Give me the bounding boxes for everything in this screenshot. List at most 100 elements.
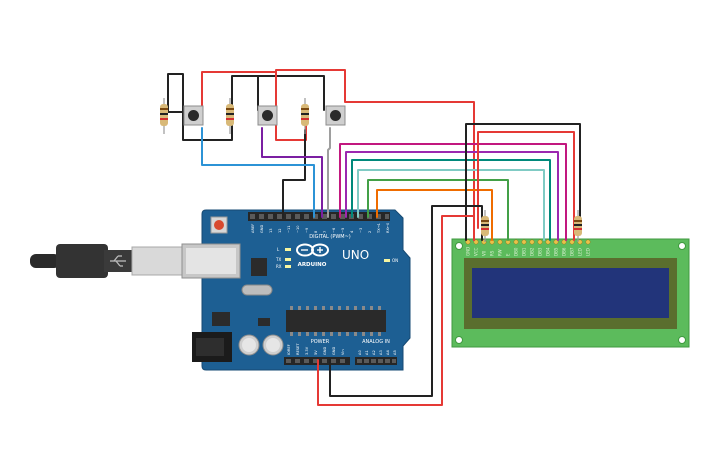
pin-label: IOREF [287, 344, 291, 355]
led-tx [285, 258, 291, 261]
pin-label: RX←0 [386, 222, 390, 233]
resistor-3[interactable] [301, 98, 309, 134]
arduino-brand-text: ARDUINO [298, 262, 327, 268]
pin-label: RW [498, 249, 503, 256]
svg-text:RX: RX [276, 264, 282, 269]
push-button-2[interactable] [257, 105, 278, 126]
wire-black-ground[interactable] [282, 129, 306, 218]
wire-purple-b[interactable] [345, 151, 559, 241]
resistor-lcd-2[interactable] [574, 210, 582, 242]
pin-label: TX→1 [377, 223, 381, 234]
wire-magenta[interactable] [339, 143, 567, 241]
push-button-1[interactable] [183, 105, 204, 126]
wire-purple-btn2[interactable] [261, 127, 323, 218]
pin-label: Vin [341, 349, 345, 355]
push-button-3[interactable] [325, 105, 346, 126]
pin-label: 3.3V [305, 346, 309, 355]
pin-label: 12 [278, 228, 282, 233]
resistor-2[interactable] [226, 98, 234, 134]
wire-green[interactable] [367, 179, 509, 241]
pin-label: ~11 [287, 225, 291, 233]
power-header-label: POWER [311, 339, 330, 345]
digital-header-label: DIGITAL (PWM~) [309, 234, 351, 240]
pin-label: ~6 [332, 227, 336, 233]
pin-label: A0 [358, 350, 362, 355]
pin-label: DB6 [562, 247, 567, 256]
pin-label: GND [466, 247, 471, 256]
pin-label: DB5 [554, 247, 559, 256]
pin-label: ~10 [296, 225, 300, 233]
wire-gray-btn3[interactable] [327, 127, 331, 218]
wire-black-top[interactable] [167, 73, 259, 141]
pin-label: DB1 [522, 247, 527, 256]
pin-label: 8 [314, 230, 318, 233]
pin-label: 13 [269, 228, 273, 233]
pin-label: DB0 [514, 247, 519, 256]
pin-label: 4 [350, 230, 354, 233]
pin-label: A2 [372, 350, 376, 355]
resistor-lcd-1[interactable] [481, 210, 489, 242]
usb-symbol-icon [110, 255, 126, 267]
pin-label: RS [490, 250, 495, 256]
wire-black-gnd[interactable] [329, 205, 483, 397]
push-buttons[interactable] [183, 105, 346, 126]
pin-label: ~3 [359, 228, 363, 233]
svg-text:ON: ON [392, 258, 398, 263]
pin-label: A5 [393, 350, 397, 355]
pin-label: ~5 [341, 228, 345, 233]
pin-label: AREF [251, 224, 255, 233]
lcd-pins [465, 239, 591, 245]
pin-label: GND [323, 347, 327, 355]
crystal-oscillator [241, 284, 273, 296]
wire-orange[interactable] [376, 189, 493, 241]
pin-label: DB2 [530, 247, 535, 256]
svg-text:TX: TX [275, 257, 281, 262]
pin-label: DB7 [570, 247, 575, 256]
regulator-chip [212, 312, 230, 326]
pin-label: VCC [474, 247, 479, 256]
arduino-model-text: UNO [342, 248, 369, 262]
pin-label: DB4 [546, 247, 551, 256]
arduino-infinity-logo [296, 243, 329, 257]
svg-text:L: L [277, 247, 280, 252]
led-rx [285, 265, 291, 268]
pin-label: E [506, 253, 511, 256]
pin-label: GND [332, 347, 336, 355]
usb-cable [30, 244, 199, 278]
led-l [285, 248, 291, 251]
resistor-1[interactable] [160, 98, 168, 134]
pin-label: A4 [386, 350, 390, 355]
usb-chip [251, 258, 267, 276]
atmega-chip [286, 310, 386, 332]
wire-red-5v[interactable] [317, 215, 475, 406]
wire-black-lcd[interactable] [465, 123, 581, 241]
lcd-screen [472, 268, 669, 318]
wire-cyan[interactable] [357, 169, 545, 241]
pin-label: LED [586, 248, 591, 256]
wire-red-top[interactable] [201, 71, 277, 114]
led-on [384, 259, 390, 262]
wire-black-top-b[interactable] [257, 75, 325, 111]
analog-header-label: ANALOG IN [362, 339, 390, 345]
wire-red-lcd[interactable] [477, 131, 575, 241]
pin-label: A1 [365, 350, 369, 355]
arduino-uno-board[interactable]: AREF GND 13 12 ~11 ~10 ~9 8 7 ~6 ~5 4 ~3 2 TX→1 RX←0 IO… [181, 209, 411, 371]
pin-label: 7 [323, 231, 327, 233]
pin-label: 5V [314, 350, 318, 355]
analog-header [355, 357, 397, 365]
pin-label: 2 [368, 231, 372, 233]
pin-label: GND [260, 225, 264, 233]
wires[interactable] [167, 69, 581, 406]
wire-teal[interactable] [351, 159, 551, 241]
resistors[interactable] [160, 98, 582, 242]
wire-blue-btn1[interactable] [201, 127, 315, 218]
pin-label: A3 [379, 350, 383, 355]
pin-label: LED [578, 248, 583, 256]
pin-label: DB3 [538, 247, 543, 256]
pin-label: ~9 [305, 227, 309, 233]
